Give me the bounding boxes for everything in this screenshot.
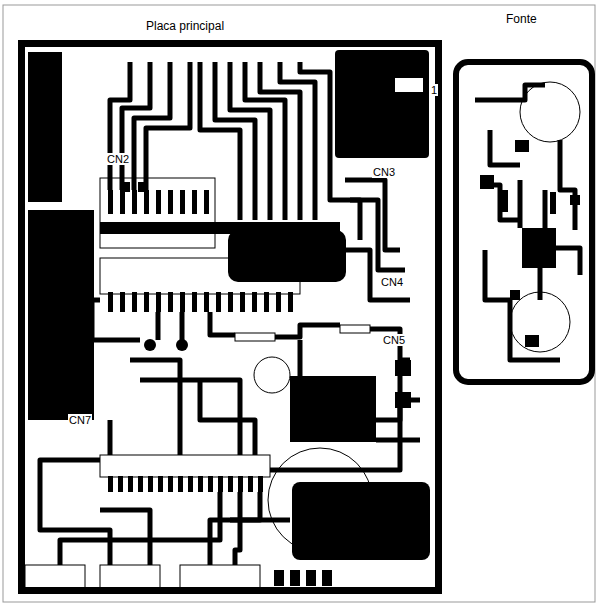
fill-cutouts bbox=[395, 78, 423, 92]
board-outline: Fonte bbox=[454, 60, 594, 384]
ic-outlines bbox=[25, 178, 372, 591]
board-outline: Placa principal bbox=[18, 40, 442, 594]
pin-number: 1 bbox=[430, 84, 438, 96]
connector-label: CN2 bbox=[106, 153, 130, 165]
connector-label: CN7 bbox=[68, 414, 92, 426]
power-supply-drawing bbox=[456, 62, 592, 382]
copper-traces bbox=[40, 62, 420, 565]
connector-label: CN3 bbox=[372, 166, 396, 178]
copper-fill bbox=[28, 50, 430, 560]
pads bbox=[120, 182, 411, 408]
board-heading: Placa principal bbox=[144, 19, 226, 33]
board-heading: Fonte bbox=[504, 12, 539, 26]
connector-label: CN5 bbox=[382, 334, 406, 346]
outer-frame bbox=[3, 5, 595, 602]
connector-label: CN4 bbox=[380, 276, 404, 288]
